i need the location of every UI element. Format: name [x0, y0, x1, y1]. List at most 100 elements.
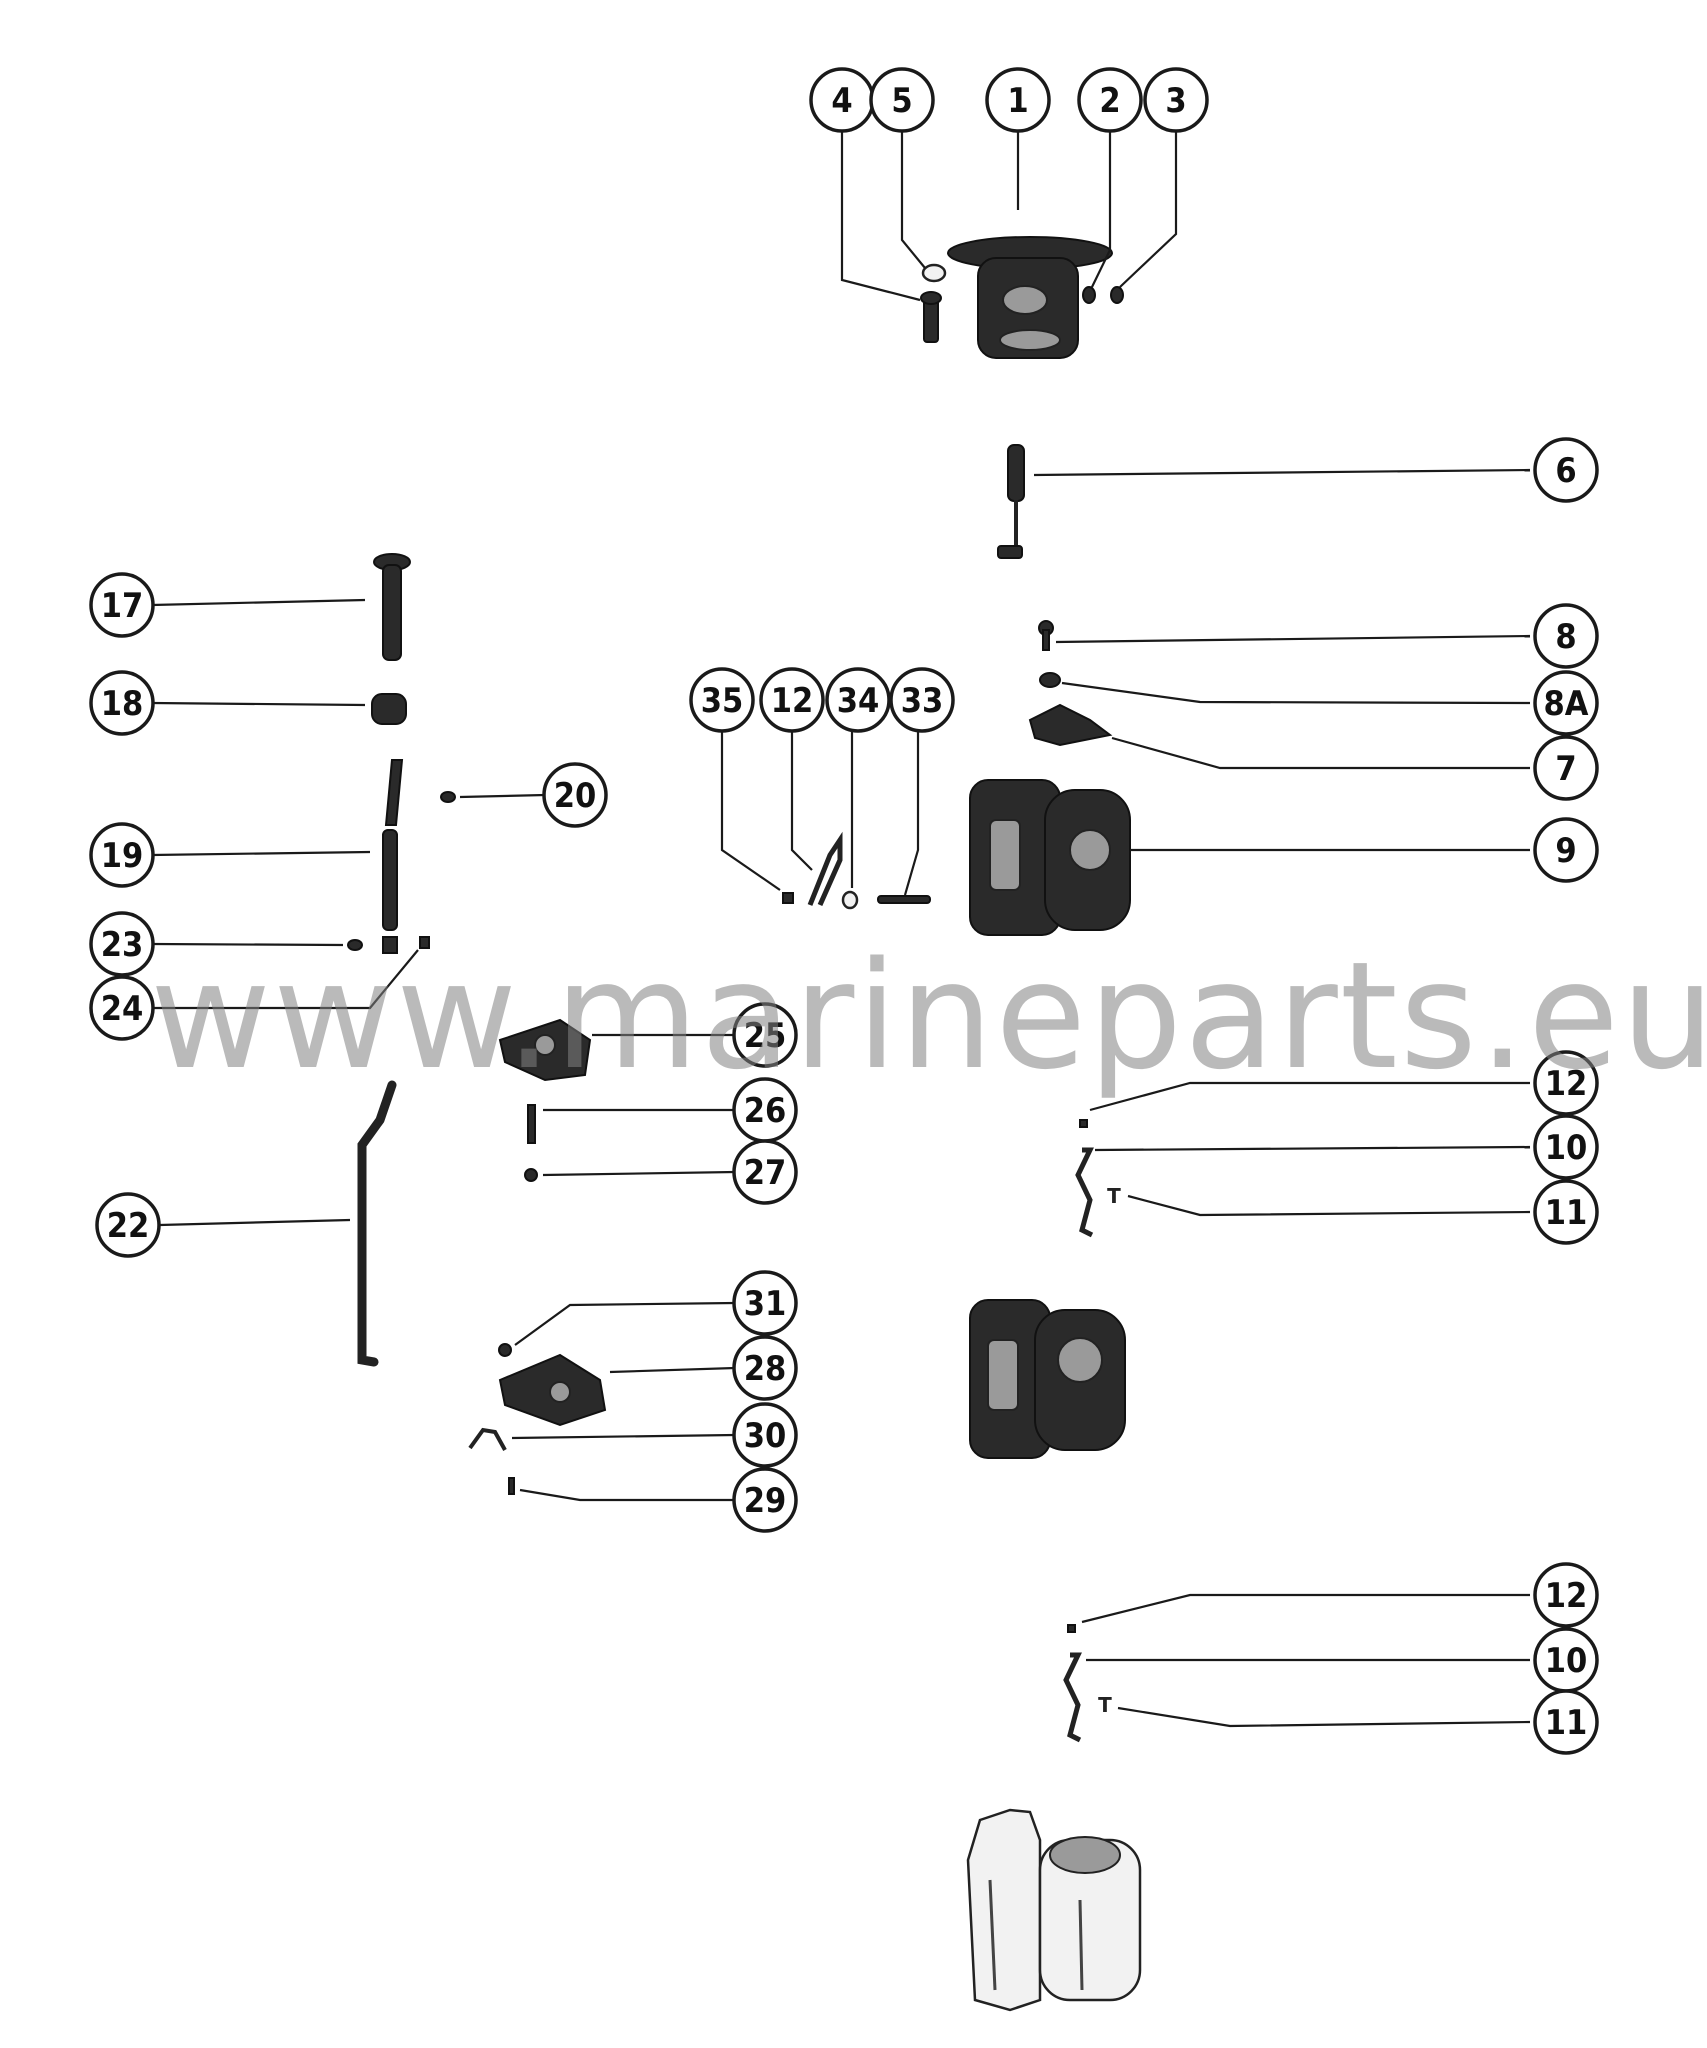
callout-label: 23 [101, 925, 144, 965]
leader-8a [1061, 681, 1531, 705]
callout-8: 8 [1533, 603, 1599, 669]
callout-11b: 11 [1533, 1179, 1599, 1245]
callout-label: 5 [891, 81, 912, 121]
callout-circle [732, 1467, 798, 1533]
leader-7 [1111, 736, 1530, 770]
part-2-ring [1082, 286, 1096, 304]
part-11b-clip: T [1107, 1184, 1121, 1208]
callout-circle [732, 1402, 798, 1468]
part-5-washer [921, 263, 947, 283]
part-11c-clip: T [1098, 1693, 1112, 1717]
part-34-washer [841, 890, 859, 910]
callout-33: 33 [889, 667, 955, 733]
part-33-screw [877, 895, 931, 904]
part-28-lever [498, 1353, 607, 1427]
callout-circle [732, 1270, 798, 1336]
callout-2: 2 [1077, 67, 1143, 133]
carburetor-middle [969, 1299, 1126, 1459]
leader-11c [1117, 1706, 1531, 1728]
part-29-pin [508, 1477, 515, 1495]
part-12-spring [807, 831, 843, 907]
callout-18: 18 [89, 670, 155, 736]
callout-circle [869, 67, 935, 133]
leader-4 [840, 124, 921, 302]
leader-29 [519, 1488, 735, 1502]
callout-24: 24 [89, 975, 155, 1041]
watermark: www.marineparts.eu [150, 930, 1707, 1102]
callout-label: 8A [1544, 684, 1589, 724]
callout-circle [689, 667, 755, 733]
callout-31: 31 [732, 1270, 798, 1336]
callout-circle [1533, 670, 1599, 736]
part-24-clip [419, 936, 430, 949]
part-19-end [382, 936, 398, 954]
callout-12b: 12 [1533, 1050, 1599, 1116]
callout-label: 31 [744, 1284, 787, 1324]
callout-circle [89, 975, 155, 1041]
callout-circle [1533, 437, 1599, 503]
callout-12a: 12 [759, 667, 825, 733]
callout-label: 17 [101, 586, 144, 626]
callout-circle [985, 67, 1051, 133]
part-25-lever [498, 1018, 592, 1082]
callout-circle [1533, 603, 1599, 669]
callout-30: 30 [732, 1402, 798, 1468]
callout-25: 25 [732, 1002, 798, 1068]
callout-label: 10 [1545, 1641, 1588, 1681]
part-23-washer [347, 939, 363, 951]
callout-circle [1077, 67, 1143, 133]
part-17-needle [373, 553, 411, 661]
callout-12c: 12 [1533, 1562, 1599, 1628]
callout-circle [89, 572, 155, 638]
callout-17: 17 [89, 572, 155, 638]
callout-circle [732, 1139, 798, 1205]
callout-23: 23 [89, 911, 155, 977]
callout-circle [89, 911, 155, 977]
callout-29: 29 [732, 1467, 798, 1533]
leader-6 [1033, 468, 1531, 477]
leader-lines [151, 124, 1531, 1728]
part-8a-washer [1039, 672, 1061, 688]
callout-circle [1533, 1114, 1599, 1180]
callout-4: 4 [809, 67, 875, 133]
callout-label: 4 [831, 81, 852, 121]
part-4-screw [920, 291, 942, 343]
leader-10b [1094, 1145, 1531, 1152]
part-30-spring [468, 1427, 507, 1451]
leader-20 [459, 793, 546, 799]
callout-3: 3 [1143, 67, 1209, 133]
callout-circle [1533, 1179, 1599, 1245]
leader-28 [609, 1366, 736, 1374]
part-12b-pin [1079, 1119, 1088, 1128]
callout-circle [825, 667, 891, 733]
callout-label: 26 [744, 1091, 787, 1131]
callout-label: 2 [1099, 81, 1120, 121]
leader-18 [151, 701, 366, 707]
callout-19: 19 [89, 822, 155, 888]
callout-10c: 10 [1533, 1627, 1599, 1693]
callout-circle [732, 1335, 798, 1401]
callout-label: 12 [771, 681, 814, 721]
callout-label: 29 [744, 1481, 787, 1521]
callout-circle [889, 667, 955, 733]
callout-6: 6 [1533, 437, 1599, 503]
leader-11b [1127, 1194, 1531, 1217]
carburetor-lower [966, 1808, 1142, 2012]
part-22-rod [357, 1080, 397, 1367]
part-18-grommet [371, 693, 407, 725]
part-35-pin [782, 892, 794, 904]
part-10b-spring [1075, 1147, 1094, 1238]
leader-3 [1119, 124, 1178, 288]
callout-7: 7 [1533, 735, 1599, 801]
callout-label: 9 [1555, 831, 1576, 871]
callout-label: 19 [101, 836, 144, 876]
callout-circle [542, 762, 608, 828]
leader-33 [903, 730, 920, 896]
callout-circle [89, 670, 155, 736]
leader-12a [790, 730, 813, 871]
leader-31 [514, 1301, 736, 1346]
callout-circle [89, 822, 155, 888]
callout-label: 12 [1545, 1576, 1588, 1616]
leader-23 [151, 942, 344, 947]
